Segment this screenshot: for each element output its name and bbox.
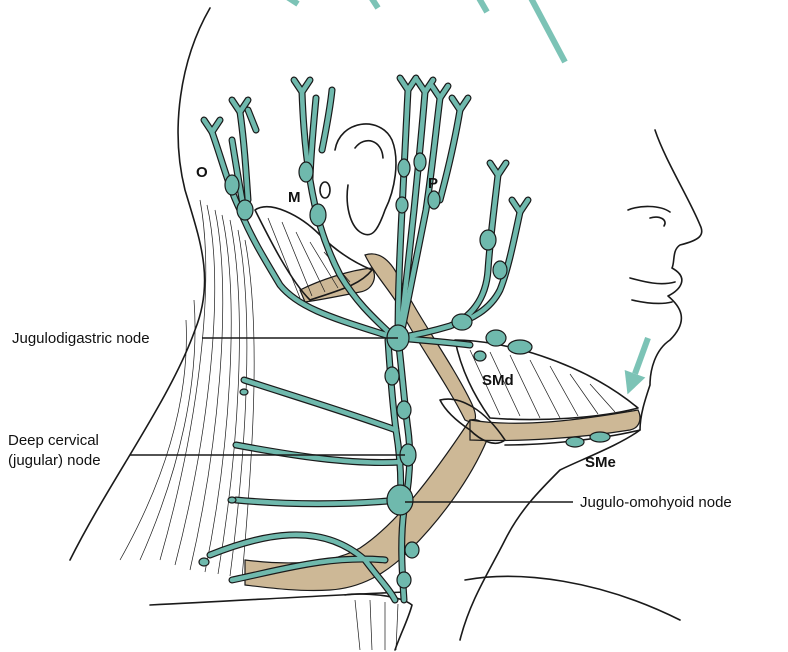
lymph-node <box>227 496 237 504</box>
lymph-node <box>309 203 327 227</box>
lymph-vessel <box>397 89 428 341</box>
lymph-node <box>473 350 487 362</box>
arrow-chin <box>624 336 651 395</box>
label-parotid: P <box>428 175 438 192</box>
lymph-node <box>384 366 400 386</box>
lymph-vessel-tip <box>437 83 451 101</box>
lymph-node <box>451 313 473 331</box>
lymph-vessel <box>229 556 388 583</box>
lymph-node <box>485 329 507 347</box>
lymph-vessel <box>399 95 443 333</box>
lymph-node <box>395 196 409 214</box>
lymph-node <box>565 436 585 448</box>
head-outline <box>69 7 703 641</box>
label-submandibular: SMd <box>482 372 514 389</box>
lymph-vessel <box>437 107 463 203</box>
lymph-node <box>198 557 210 567</box>
lymph-node <box>589 431 611 443</box>
lymph-node <box>397 158 411 178</box>
lymph-vessel-tip <box>405 75 419 93</box>
label-deep-cervical-line2: (jugular) node <box>8 452 101 469</box>
lymph-vessel-tip <box>495 160 509 178</box>
lymph-node <box>224 174 240 196</box>
lymph-node <box>396 400 412 420</box>
lymph-vessel-tip <box>457 95 471 113</box>
lymph-node <box>404 541 420 559</box>
lymph-node <box>386 484 414 516</box>
arrow-parotid <box>445 0 490 14</box>
lymph-vessel <box>233 497 403 507</box>
lymph-node <box>492 260 508 280</box>
label-submental: SMe <box>585 454 616 471</box>
upper-muscle-cut <box>254 206 373 301</box>
lymph-node <box>507 339 533 355</box>
lymph-vessel <box>319 87 335 153</box>
lymph-node <box>236 199 254 221</box>
lymph-vessel <box>207 532 398 603</box>
lymph-node <box>427 190 441 210</box>
arrow-facial <box>517 0 568 64</box>
lymphatic-vessels <box>200 74 532 604</box>
label-occipital: O <box>196 164 208 181</box>
lymph-vessel-tip <box>422 77 436 95</box>
lymph-node <box>298 161 314 183</box>
arrow-occipital <box>216 0 300 7</box>
label-jugulo-omohyoid: Jugulo-omohyoid node <box>580 494 732 511</box>
lymph-vessel <box>241 377 399 433</box>
lymph-vessel <box>245 107 259 133</box>
lymph-node <box>413 152 427 172</box>
label-jugulodigastric: Jugulodigastric node <box>12 330 150 347</box>
lymph-vessel-tip <box>209 117 223 135</box>
lymph-vessel-tip <box>237 97 251 115</box>
lymph-node <box>396 571 412 589</box>
lymph-vessel-tip <box>299 77 313 95</box>
lymph-vessel <box>209 129 398 341</box>
labels: Jugulodigastric node Deep cervical (jugu… <box>8 164 732 511</box>
drainage-arrows <box>216 0 651 395</box>
lymph-node <box>479 229 497 251</box>
lower-neck-cut <box>344 593 413 651</box>
label-mastoid: M <box>288 189 301 206</box>
lymph-vessel <box>395 172 501 341</box>
leader-lines <box>130 337 573 503</box>
lymph-node <box>239 388 249 396</box>
label-deep-cervical-line1: Deep cervical <box>8 432 99 449</box>
lymph-vessel-tip <box>517 197 531 215</box>
lymph-vessel <box>237 109 251 203</box>
lymph-vessel <box>233 442 405 465</box>
lymph-nodes <box>198 152 611 589</box>
trapezius-muscle <box>119 199 255 579</box>
lymph-vessel <box>395 335 412 603</box>
arrow-mastoid <box>333 0 381 10</box>
